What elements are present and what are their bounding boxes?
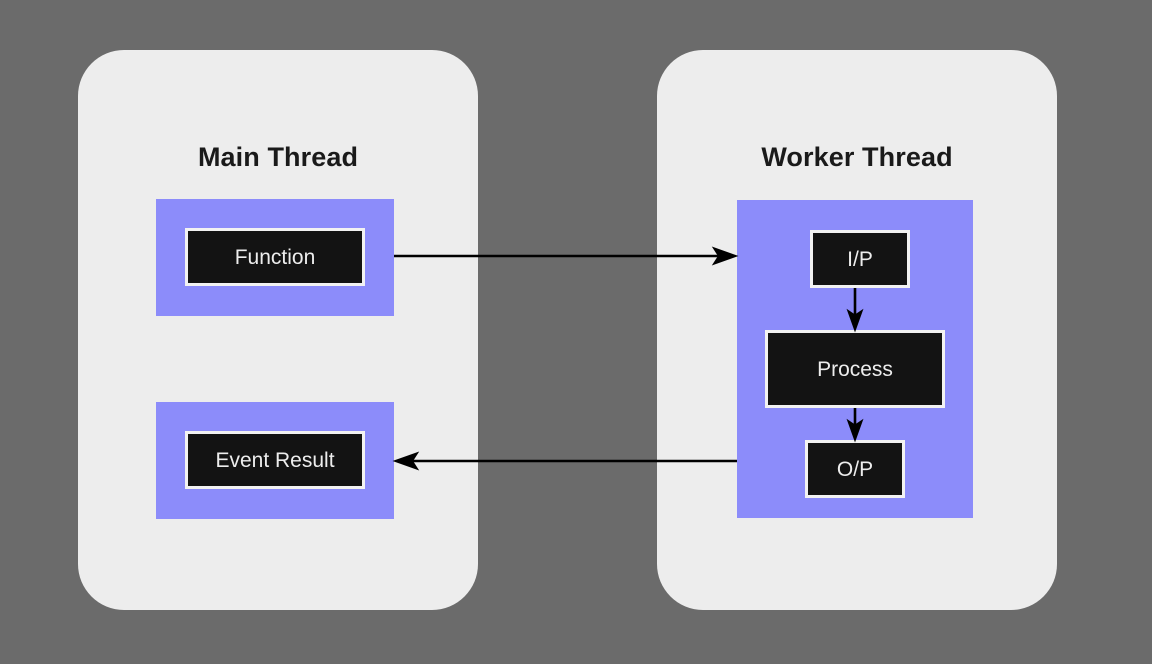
panel-title-main-thread: Main Thread — [197, 142, 359, 172]
panel-title-worker-thread: Worker Thread — [761, 142, 953, 172]
node-input[interactable]: I/P — [810, 230, 910, 288]
panel-main-thread[interactable]: Main Thread — [78, 50, 478, 610]
node-output[interactable]: O/P — [805, 440, 905, 498]
node-event-result[interactable]: Event Result — [185, 431, 365, 489]
node-process[interactable]: Process — [765, 330, 945, 408]
node-function[interactable]: Function — [185, 228, 365, 286]
